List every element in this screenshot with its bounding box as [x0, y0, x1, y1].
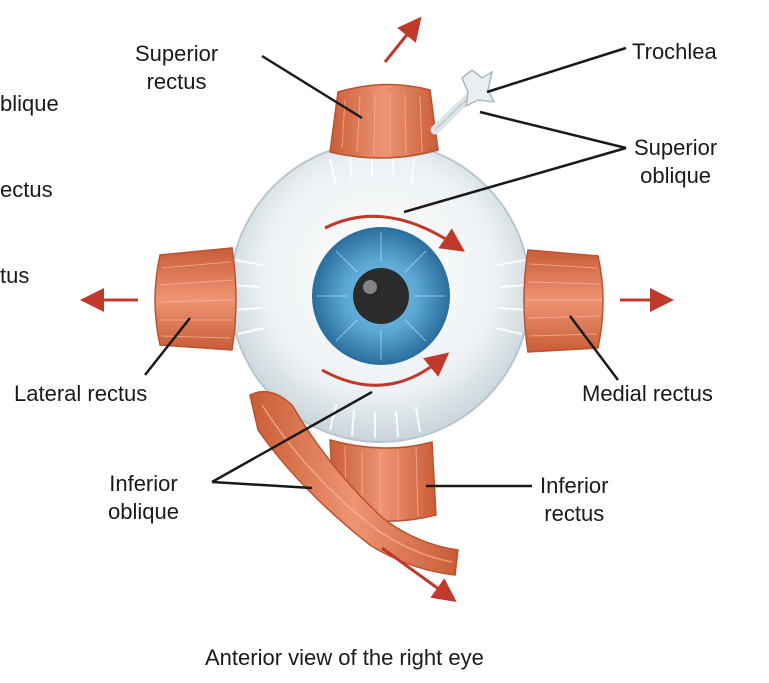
lateral-rectus-muscle	[155, 248, 236, 350]
label-lateral-rectus-text: Lateral rectus	[14, 380, 147, 408]
label-medial-rectus: Medial rectus	[582, 380, 713, 408]
label-cropped-left-3: tus	[0, 262, 29, 290]
leader-trochlea	[487, 48, 626, 92]
label-trochlea: Trochlea	[632, 38, 717, 66]
label-superior-rectus-line2: rectus	[135, 68, 218, 96]
medial-rectus-muscle	[524, 250, 603, 352]
pupil-highlight	[363, 280, 377, 294]
label-inferior-oblique: Inferior oblique	[108, 470, 179, 526]
label-inferior-rectus-line1: Inferior	[540, 472, 608, 500]
label-cropped-left-2-text: ectus	[0, 176, 53, 204]
label-cropped-left-1: blique	[0, 90, 59, 118]
label-medial-rectus-text: Medial rectus	[582, 380, 713, 408]
label-inferior-rectus-line2: rectus	[540, 500, 608, 528]
diagram-caption: Anterior view of the right eye	[205, 644, 484, 672]
label-cropped-left-2: ectus	[0, 176, 53, 204]
label-cropped-left-1-text: blique	[0, 90, 59, 118]
label-inferior-rectus: Inferior rectus	[540, 472, 608, 528]
label-inferior-oblique-line1: Inferior	[108, 470, 179, 498]
leader-superior-oblique-1	[480, 112, 626, 148]
superior-rectus-muscle	[330, 84, 438, 158]
pupil	[353, 268, 409, 324]
label-cropped-left-3-text: tus	[0, 262, 29, 290]
label-superior-oblique-line1: Superior	[634, 134, 717, 162]
label-superior-oblique-line2: oblique	[634, 162, 717, 190]
label-trochlea-text: Trochlea	[632, 38, 717, 66]
trochlea	[462, 70, 494, 106]
label-superior-rectus: Superior rectus	[135, 40, 218, 96]
label-superior-oblique: Superior oblique	[634, 134, 717, 190]
leader-inferior-oblique-2	[212, 482, 312, 488]
label-inferior-oblique-line2: oblique	[108, 498, 179, 526]
label-lateral-rectus: Lateral rectus	[14, 380, 147, 408]
diagram-caption-text: Anterior view of the right eye	[205, 644, 484, 672]
leader-superior-rectus	[262, 56, 362, 118]
label-superior-rectus-line1: Superior	[135, 40, 218, 68]
arrow-up-right	[385, 26, 414, 62]
